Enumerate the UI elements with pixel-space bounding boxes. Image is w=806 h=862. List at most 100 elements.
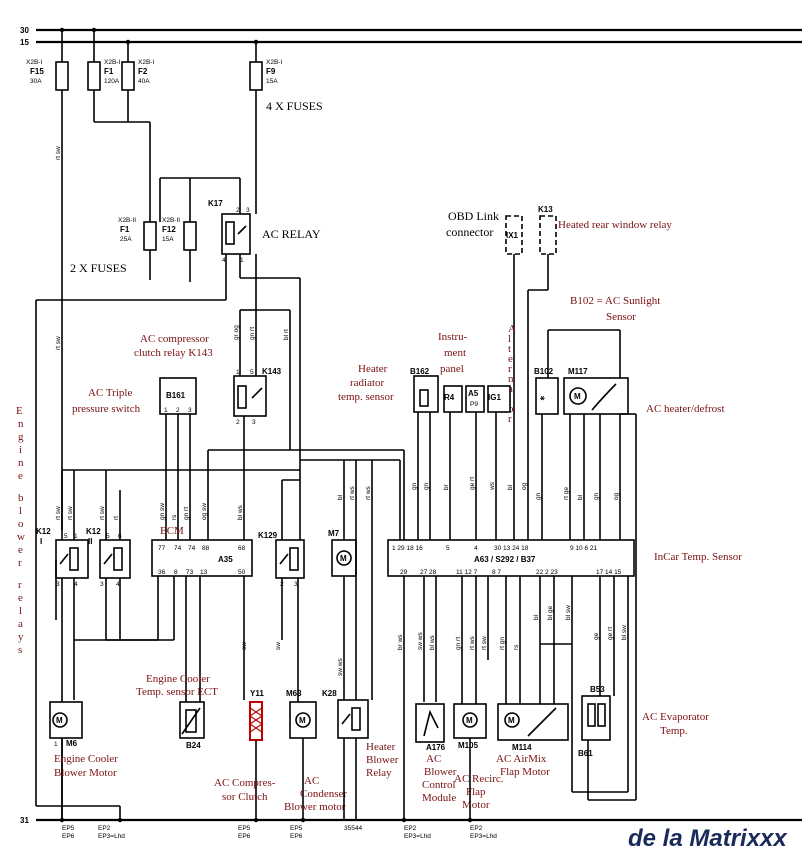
two-fuses-label: 2 X FUSES	[70, 261, 127, 275]
svg-text:1: 1	[74, 533, 78, 540]
svg-text:R4: R4	[444, 393, 455, 402]
svg-text:M: M	[299, 716, 306, 725]
fuse-f1-120a	[87, 61, 101, 91]
ecm-a35	[151, 539, 253, 577]
svg-text:rt ws: rt ws	[365, 486, 372, 500]
svg-text:36: 36	[158, 569, 166, 576]
svg-text:bl: bl	[533, 614, 540, 620]
svg-text:50: 50	[238, 569, 246, 576]
svg-text:sw: sw	[241, 642, 248, 650]
svg-text:EP3=Lhd: EP3=Lhd	[470, 833, 497, 840]
svg-text:A5: A5	[468, 389, 479, 398]
svg-text:rt sw: rt sw	[67, 506, 74, 520]
svg-text:3: 3	[252, 419, 256, 426]
svg-text:connector: connector	[446, 225, 493, 239]
fuse-f9	[249, 61, 263, 91]
svg-text:8 7: 8 7	[492, 569, 501, 576]
svg-text:rs: rs	[171, 514, 178, 520]
svg-text:bl ws: bl ws	[237, 504, 244, 520]
svg-text:2: 2	[176, 407, 180, 414]
svg-text:25A: 25A	[120, 236, 132, 243]
svg-text:Flap Motor: Flap Motor	[500, 766, 550, 778]
svg-text:X2B-I: X2B-I	[266, 59, 282, 66]
svg-text:ws: ws	[489, 481, 496, 491]
svg-text:M: M	[56, 716, 63, 725]
svg-text:5: 5	[64, 533, 68, 540]
svg-text:5: 5	[106, 533, 110, 540]
svg-text:M114: M114	[512, 743, 532, 752]
svg-text:3: 3	[294, 581, 298, 588]
four-fuses-label: 4 X FUSES	[266, 99, 323, 113]
svg-text:A35: A35	[218, 555, 233, 564]
svg-text:Blower motor: Blower motor	[284, 801, 346, 813]
svg-text:8: 8	[174, 569, 178, 576]
svg-text:A176: A176	[426, 743, 446, 752]
svg-text:Relay: Relay	[366, 767, 392, 779]
svg-text:2: 2	[236, 419, 240, 426]
svg-text:rt sw: rt sw	[99, 506, 106, 520]
svg-text:Instru-: Instru-	[438, 331, 468, 343]
svg-text:gn rt: gn rt	[455, 637, 462, 650]
module-a63	[387, 539, 635, 577]
svg-text:gr og: gr og	[233, 325, 240, 340]
svg-text:1 29 18 16: 1 29 18 16	[392, 545, 423, 552]
svg-text:bl ge: bl ge	[547, 606, 554, 620]
svg-text:3: 3	[56, 581, 60, 588]
svg-text:bl sw: bl sw	[565, 605, 572, 620]
svg-text:1: 1	[236, 369, 240, 376]
svg-text:sw ws: sw ws	[337, 658, 344, 676]
svg-text:AC: AC	[426, 753, 441, 765]
svg-text:Condenser: Condenser	[300, 788, 347, 800]
svg-text:panel: panel	[440, 363, 464, 375]
clutch-y11	[249, 701, 263, 741]
svg-text:X2B-I: X2B-I	[26, 59, 42, 66]
svg-text:rt ge: rt ge	[563, 487, 570, 500]
svg-text:X2B-II: X2B-II	[118, 217, 136, 224]
svg-text:B53: B53	[590, 685, 605, 694]
svg-text:II: II	[88, 537, 92, 546]
svg-text:M: M	[508, 716, 515, 725]
svg-text:15A: 15A	[266, 78, 278, 85]
svg-text:4: 4	[74, 581, 78, 588]
svg-text:br ws: br ws	[397, 634, 404, 650]
svg-text:Heater: Heater	[358, 363, 388, 375]
svg-text:gn: gn	[423, 482, 430, 490]
svg-text:X2B-I: X2B-I	[104, 59, 120, 66]
svg-text:bl ws: bl ws	[429, 634, 436, 650]
svg-text:17 14 15: 17 14 15	[596, 569, 622, 576]
svg-text:3: 3	[246, 207, 250, 214]
ecm-label: ECM	[160, 525, 184, 537]
svg-text:rt sw: rt sw	[481, 636, 488, 650]
svg-text:74: 74	[174, 545, 182, 552]
svg-text:4: 4	[116, 581, 120, 588]
svg-text:bl: bl	[337, 494, 344, 500]
svg-text:77: 77	[158, 545, 166, 552]
svg-text:Module: Module	[422, 792, 456, 804]
svg-text:3: 3	[100, 581, 104, 588]
svg-text:Heater: Heater	[366, 741, 396, 753]
module-a176	[415, 703, 445, 743]
svg-text:B162: B162	[410, 367, 430, 376]
svg-text:bl: bl	[577, 494, 584, 500]
svg-text:F9: F9	[266, 67, 276, 76]
svg-text:K12: K12	[86, 527, 101, 536]
svg-text:1: 1	[164, 407, 168, 414]
svg-text:br: br	[443, 483, 450, 490]
svg-text:F12: F12	[162, 225, 176, 234]
svg-text:ge: ge	[593, 632, 600, 640]
svg-text:rt ws: rt ws	[349, 486, 356, 500]
svg-text:M: M	[466, 716, 473, 725]
svg-text:EP6: EP6	[290, 833, 303, 840]
svg-text:bl: bl	[507, 484, 514, 490]
sensor-b102	[535, 377, 559, 415]
svg-text:Y11: Y11	[250, 689, 264, 698]
incar-temp-label: InCar Temp. Sensor	[654, 551, 742, 563]
svg-text:M63: M63	[286, 689, 302, 698]
svg-text:og: og	[613, 492, 620, 500]
svg-text:1: 1	[54, 741, 58, 748]
fuse-f2	[121, 61, 135, 91]
panel-ig1	[487, 385, 511, 413]
svg-text:EP2: EP2	[98, 825, 111, 832]
